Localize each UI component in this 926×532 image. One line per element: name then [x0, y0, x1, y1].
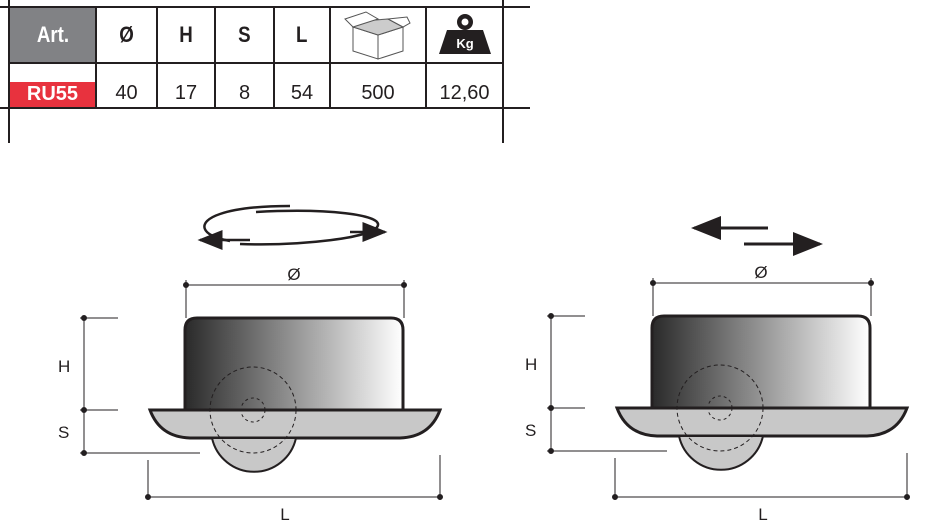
art-code: RU55 — [10, 82, 95, 107]
dim-s-label: S — [58, 423, 69, 442]
dim-diameter-label: Ø — [287, 265, 300, 284]
value-diameter: 40 — [115, 82, 138, 104]
weight-icon-label: Kg — [456, 36, 473, 51]
header-l-label: L — [296, 22, 308, 47]
dim-h-label: H — [58, 357, 70, 376]
weight-kg-icon: Kg — [427, 8, 502, 62]
value-pack-qty: 500 — [361, 82, 395, 104]
dim-l-label: L — [280, 505, 289, 524]
dim-s-label: S — [525, 421, 536, 440]
header-h: H — [158, 8, 214, 62]
header-l: L — [275, 8, 329, 62]
ball-transfer-unit-left: Ø H S L — [58, 265, 443, 524]
value-l: 54 — [290, 82, 314, 104]
dim-h-label: H — [525, 355, 537, 374]
box-icon — [331, 8, 425, 62]
header-art-label: Art. — [36, 22, 69, 47]
header-s-label: S — [238, 22, 251, 47]
ball-transfer-unit-right: Ø H S L — [525, 263, 910, 524]
linear-arrows-icon — [691, 216, 823, 256]
art-code-label: RU55 — [26, 83, 79, 105]
value-h: 17 — [174, 82, 198, 104]
dim-diameter-label: Ø — [754, 263, 767, 282]
rotation-arrows-icon — [197, 204, 388, 250]
value-weight: 12,60 — [439, 82, 490, 104]
header-h-label: H — [179, 22, 193, 47]
dim-l-label: L — [758, 505, 767, 524]
header-diameter-label: Ø — [119, 22, 134, 47]
header-s: S — [216, 8, 273, 62]
value-s: 8 — [238, 82, 251, 104]
header-art: Art. — [10, 8, 95, 62]
header-diameter: Ø — [97, 8, 156, 62]
